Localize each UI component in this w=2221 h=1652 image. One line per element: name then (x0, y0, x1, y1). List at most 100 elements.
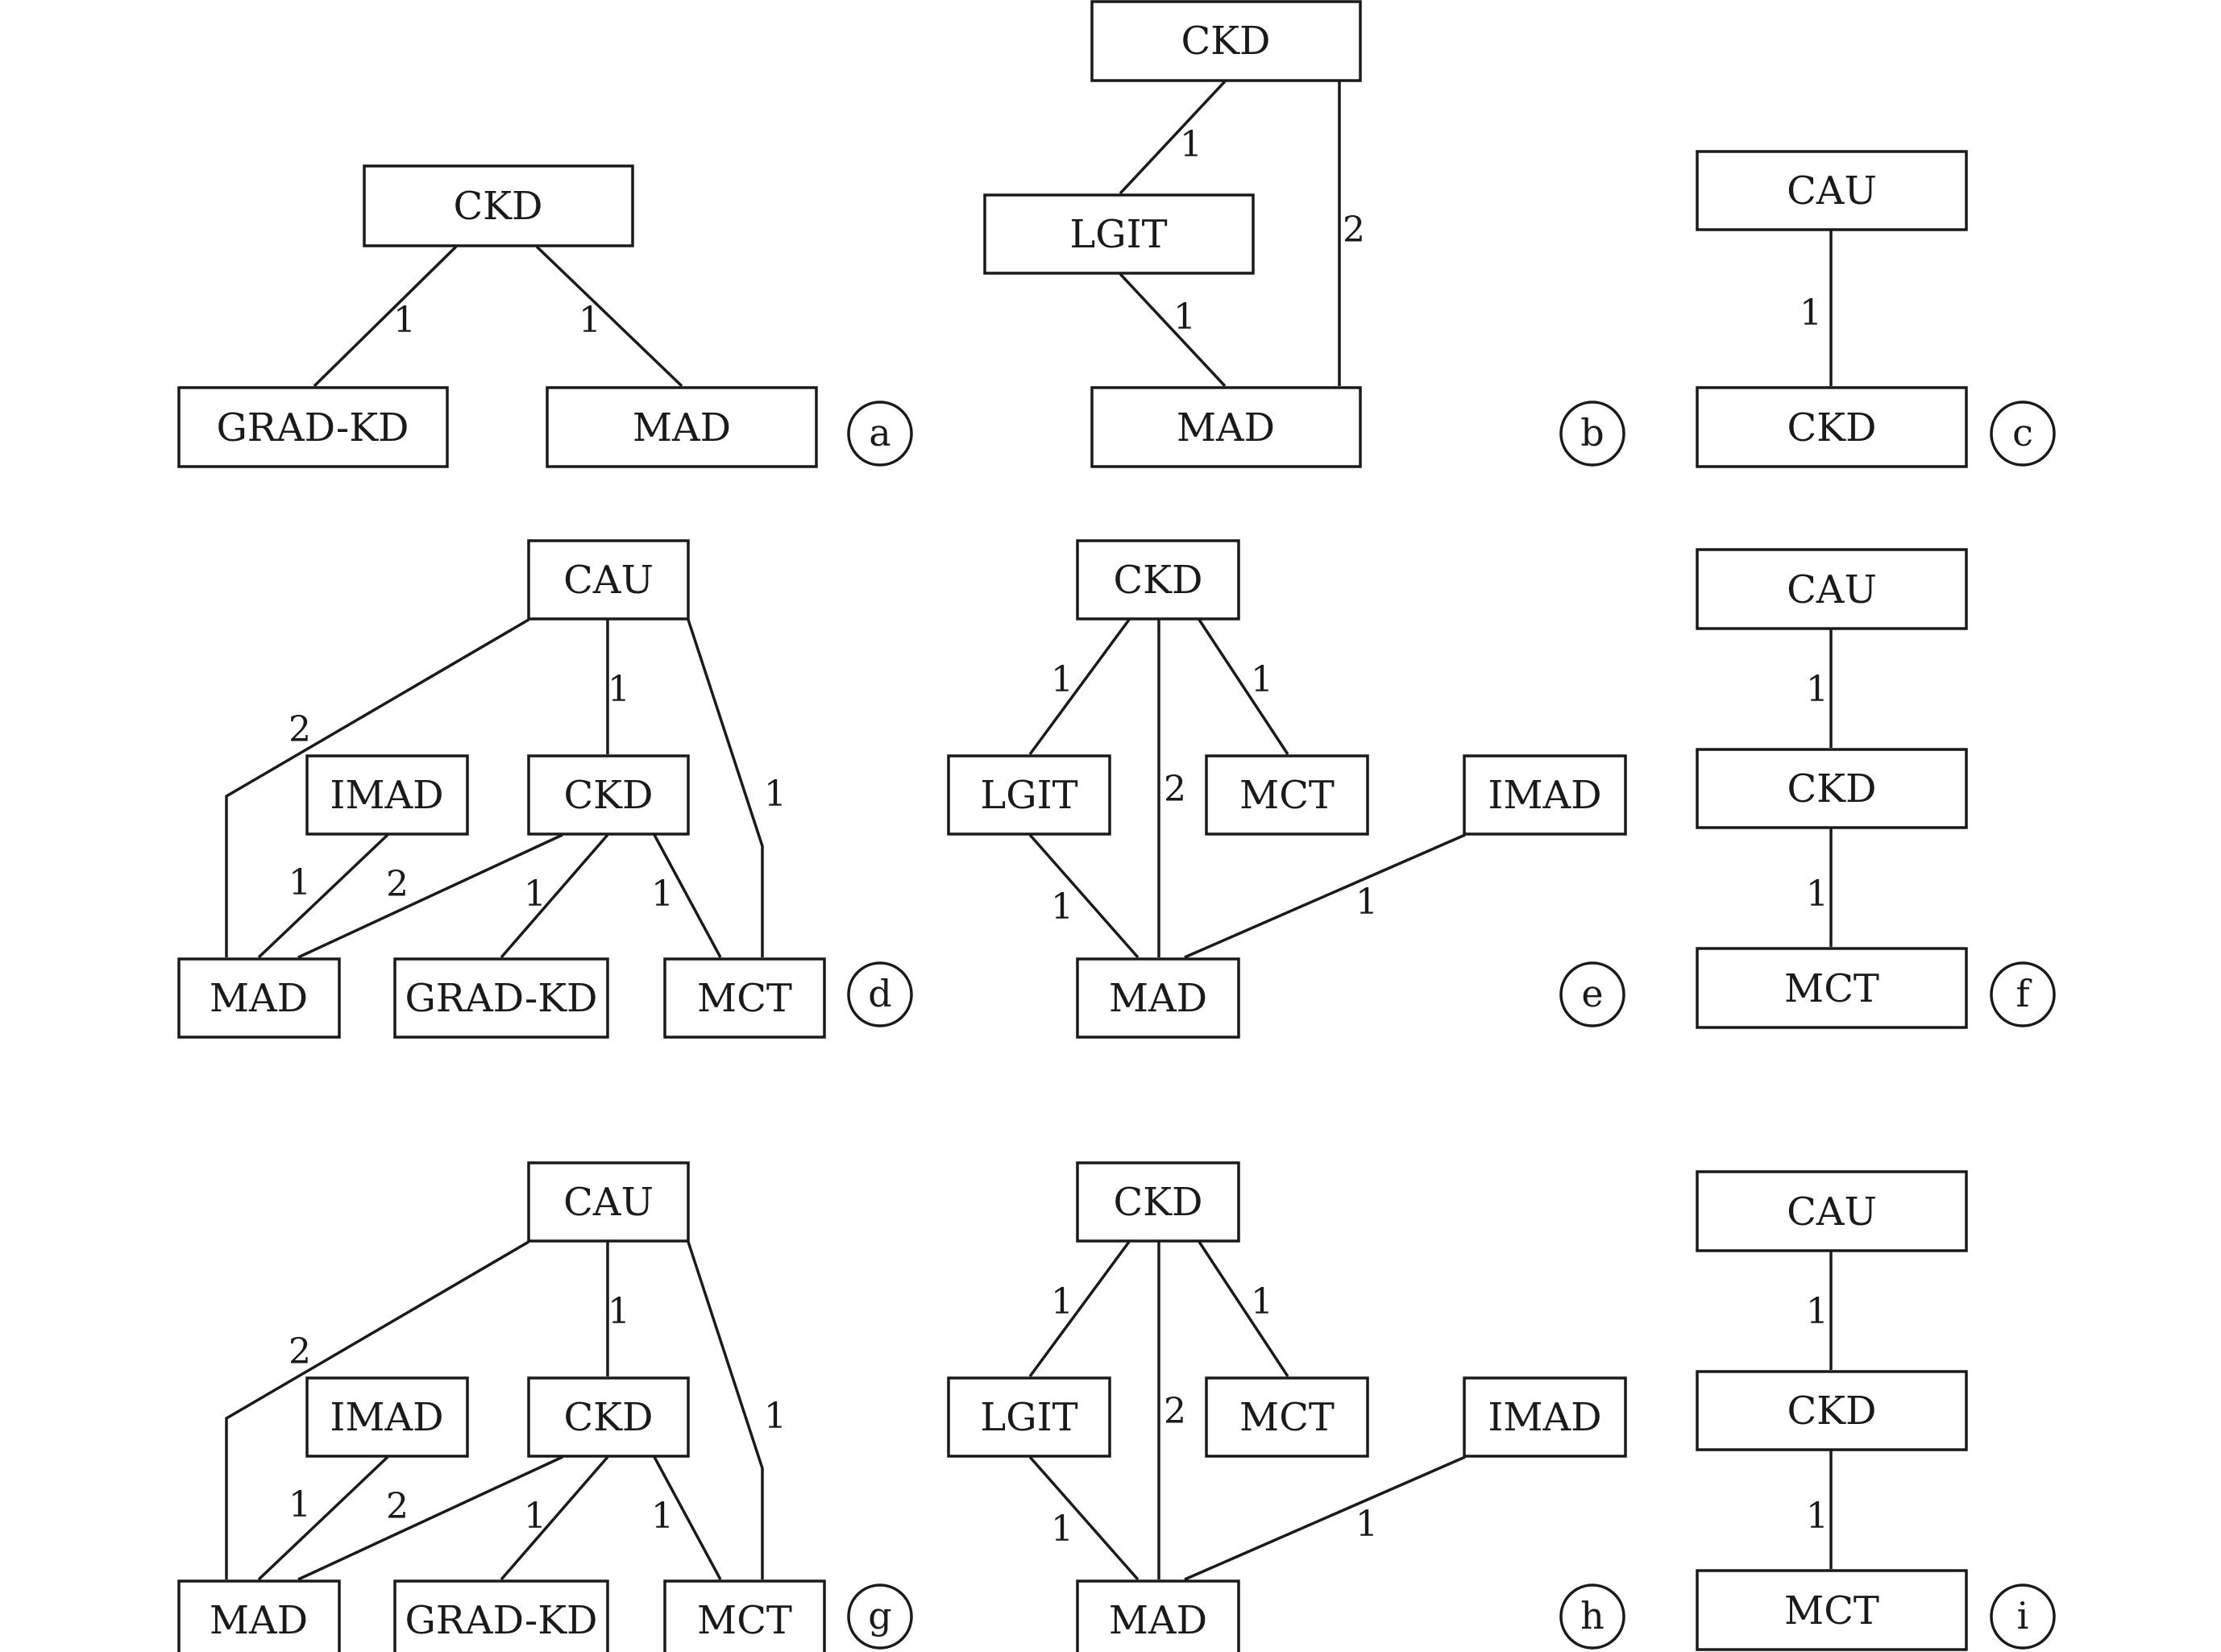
panel-c: 1 CAU CKD c (1696, 150, 2056, 468)
node-label: MAD (633, 405, 731, 450)
node-imad: IMAD (1463, 1376, 1627, 1458)
node-label: CKD (1113, 558, 1202, 603)
svg-text:a: a (869, 411, 890, 455)
edge-ckd-mad: 2 (297, 833, 563, 959)
node-mad: MAD (546, 386, 818, 468)
svg-text:f: f (2016, 972, 2032, 1015)
node-label: IMAD (1488, 1395, 1601, 1440)
node-label: MCT (697, 1598, 792, 1643)
node-imad: IMAD (1463, 754, 1627, 836)
node-label: GRAD-KD (405, 976, 597, 1021)
panel-h: 1 2 1 1 1 CKD LGIT MCT (947, 1161, 1627, 1652)
edge-weight: 2 (289, 1331, 311, 1372)
edge-weight: 1 (1051, 886, 1073, 928)
node-label: CAU (1787, 567, 1877, 612)
node-label: MCT (1784, 966, 1879, 1011)
node-ckd: CKD (363, 164, 634, 247)
svg-text:h: h (1580, 1594, 1605, 1637)
panel-label-i: i (1990, 1584, 2056, 1650)
edge-cau-ckd: 1 (1806, 629, 1833, 748)
svg-text:g: g (868, 1594, 891, 1637)
node-label: MAD (1109, 976, 1207, 1021)
node-label: CKD (563, 1395, 653, 1440)
edge-weight: 1 (1806, 874, 1829, 915)
edge-weight: 2 (386, 1486, 409, 1527)
svg-text:b: b (1580, 411, 1604, 455)
node-ckd: CKD (527, 1376, 690, 1458)
node-label: MCT (1239, 1395, 1335, 1440)
edge-weight: 1 (1800, 293, 1822, 334)
node-cau: CAU (1696, 1170, 1968, 1252)
edge-weight: 1 (651, 1496, 674, 1537)
svg-text:e: e (1581, 972, 1603, 1015)
edge-cau-mct: 1 (687, 1241, 787, 1579)
node-cau: CAU (1696, 150, 1968, 231)
edge-weight: 2 (289, 709, 311, 750)
panel-e: 1 2 1 1 1 CKD LGIT MCT (947, 539, 1627, 1039)
panel-label-d: d (847, 961, 913, 1027)
node-label: MCT (1239, 773, 1335, 818)
edge-weight: 1 (608, 1291, 630, 1332)
node-label: LGIT (980, 773, 1077, 818)
node-label: MAD (1109, 1598, 1207, 1643)
edge-cau-ckd: 1 (606, 620, 630, 754)
panel-label-c: c (1990, 401, 2056, 467)
node-mct: MCT (663, 957, 826, 1039)
edge-imad-mad: 1 (257, 1455, 389, 1581)
edge-weight: 1 (393, 300, 416, 341)
node-imad: IMAD (305, 754, 469, 836)
node-imad: IMAD (305, 1376, 469, 1458)
edge-imad-mad: 1 (1184, 1455, 1466, 1581)
edge-weight: 1 (764, 1396, 787, 1437)
edge-weight: 1 (1806, 1496, 1829, 1537)
panel-f: 1 1 CAU CKD MCT f (1696, 548, 2056, 1029)
node-lgit: LGIT (947, 754, 1111, 836)
edge-weight: 1 (1806, 1291, 1829, 1332)
node-label: CKD (1787, 405, 1876, 450)
node-label: LGIT (1069, 212, 1167, 257)
edge-cau-ckd: 1 (1800, 230, 1833, 386)
node-label: MAD (210, 1598, 308, 1643)
node-mad: MAD (177, 1579, 341, 1652)
edge-ckd-mct: 1 (1806, 1451, 1833, 1569)
panel-b: 1 1 2 CKD LGIT MAD b (983, 0, 1625, 468)
node-ckd: CKD (1696, 1370, 1968, 1451)
edge-lgit-mad: 1 (1119, 272, 1227, 388)
edge-weight: 2 (386, 864, 409, 905)
edge-ckd-mad: 1 (535, 245, 683, 388)
node-label: CAU (563, 558, 654, 603)
edge-cau-ckd: 1 (606, 1242, 630, 1376)
edge-weight: 1 (1251, 659, 1273, 700)
node-ckd: CKD (1696, 386, 1968, 468)
node-label: CKD (1113, 1180, 1202, 1225)
panel-label-g: g (847, 1584, 913, 1650)
node-label: MAD (210, 976, 308, 1021)
node-label: IMAD (330, 773, 443, 818)
node-label: GRAD-KD (216, 405, 409, 450)
edge-weight: 1 (579, 300, 601, 341)
edge-ckd-mct: 1 (651, 1456, 722, 1580)
panel-i: 1 1 CAU CKD MCT i (1696, 1170, 2056, 1651)
node-lgit: LGIT (947, 1376, 1111, 1458)
node-label: IMAD (330, 1395, 443, 1440)
edge-ckd-mad: 2 (1157, 1242, 1186, 1579)
edge-weight: 2 (1164, 769, 1186, 810)
node-label: GRAD-KD (405, 1598, 597, 1643)
panel-label-h: h (1559, 1584, 1625, 1650)
node-mct: MCT (1205, 1376, 1369, 1458)
node-cau: CAU (527, 1161, 690, 1243)
panel-g: 2 1 1 1 2 1 1 CAU (177, 1161, 913, 1652)
edge-ckd-mct: 1 (1198, 619, 1289, 755)
edge-ckd-grad-kd: 1 (500, 833, 609, 959)
edge-weight: 1 (1051, 1281, 1073, 1322)
node-label: MCT (697, 976, 792, 1021)
node-label: CAU (563, 1180, 654, 1225)
edge-cau-mad: 2 (225, 1240, 529, 1579)
node-label: CKD (1181, 19, 1270, 64)
panel-d: 2 1 1 1 2 1 1 CAU (177, 539, 913, 1039)
edge-weight: 1 (764, 774, 787, 815)
node-label: CKD (1787, 1388, 1876, 1434)
edge-ckd-mad: 2 (1338, 81, 1365, 386)
node-cau: CAU (1696, 548, 1968, 630)
